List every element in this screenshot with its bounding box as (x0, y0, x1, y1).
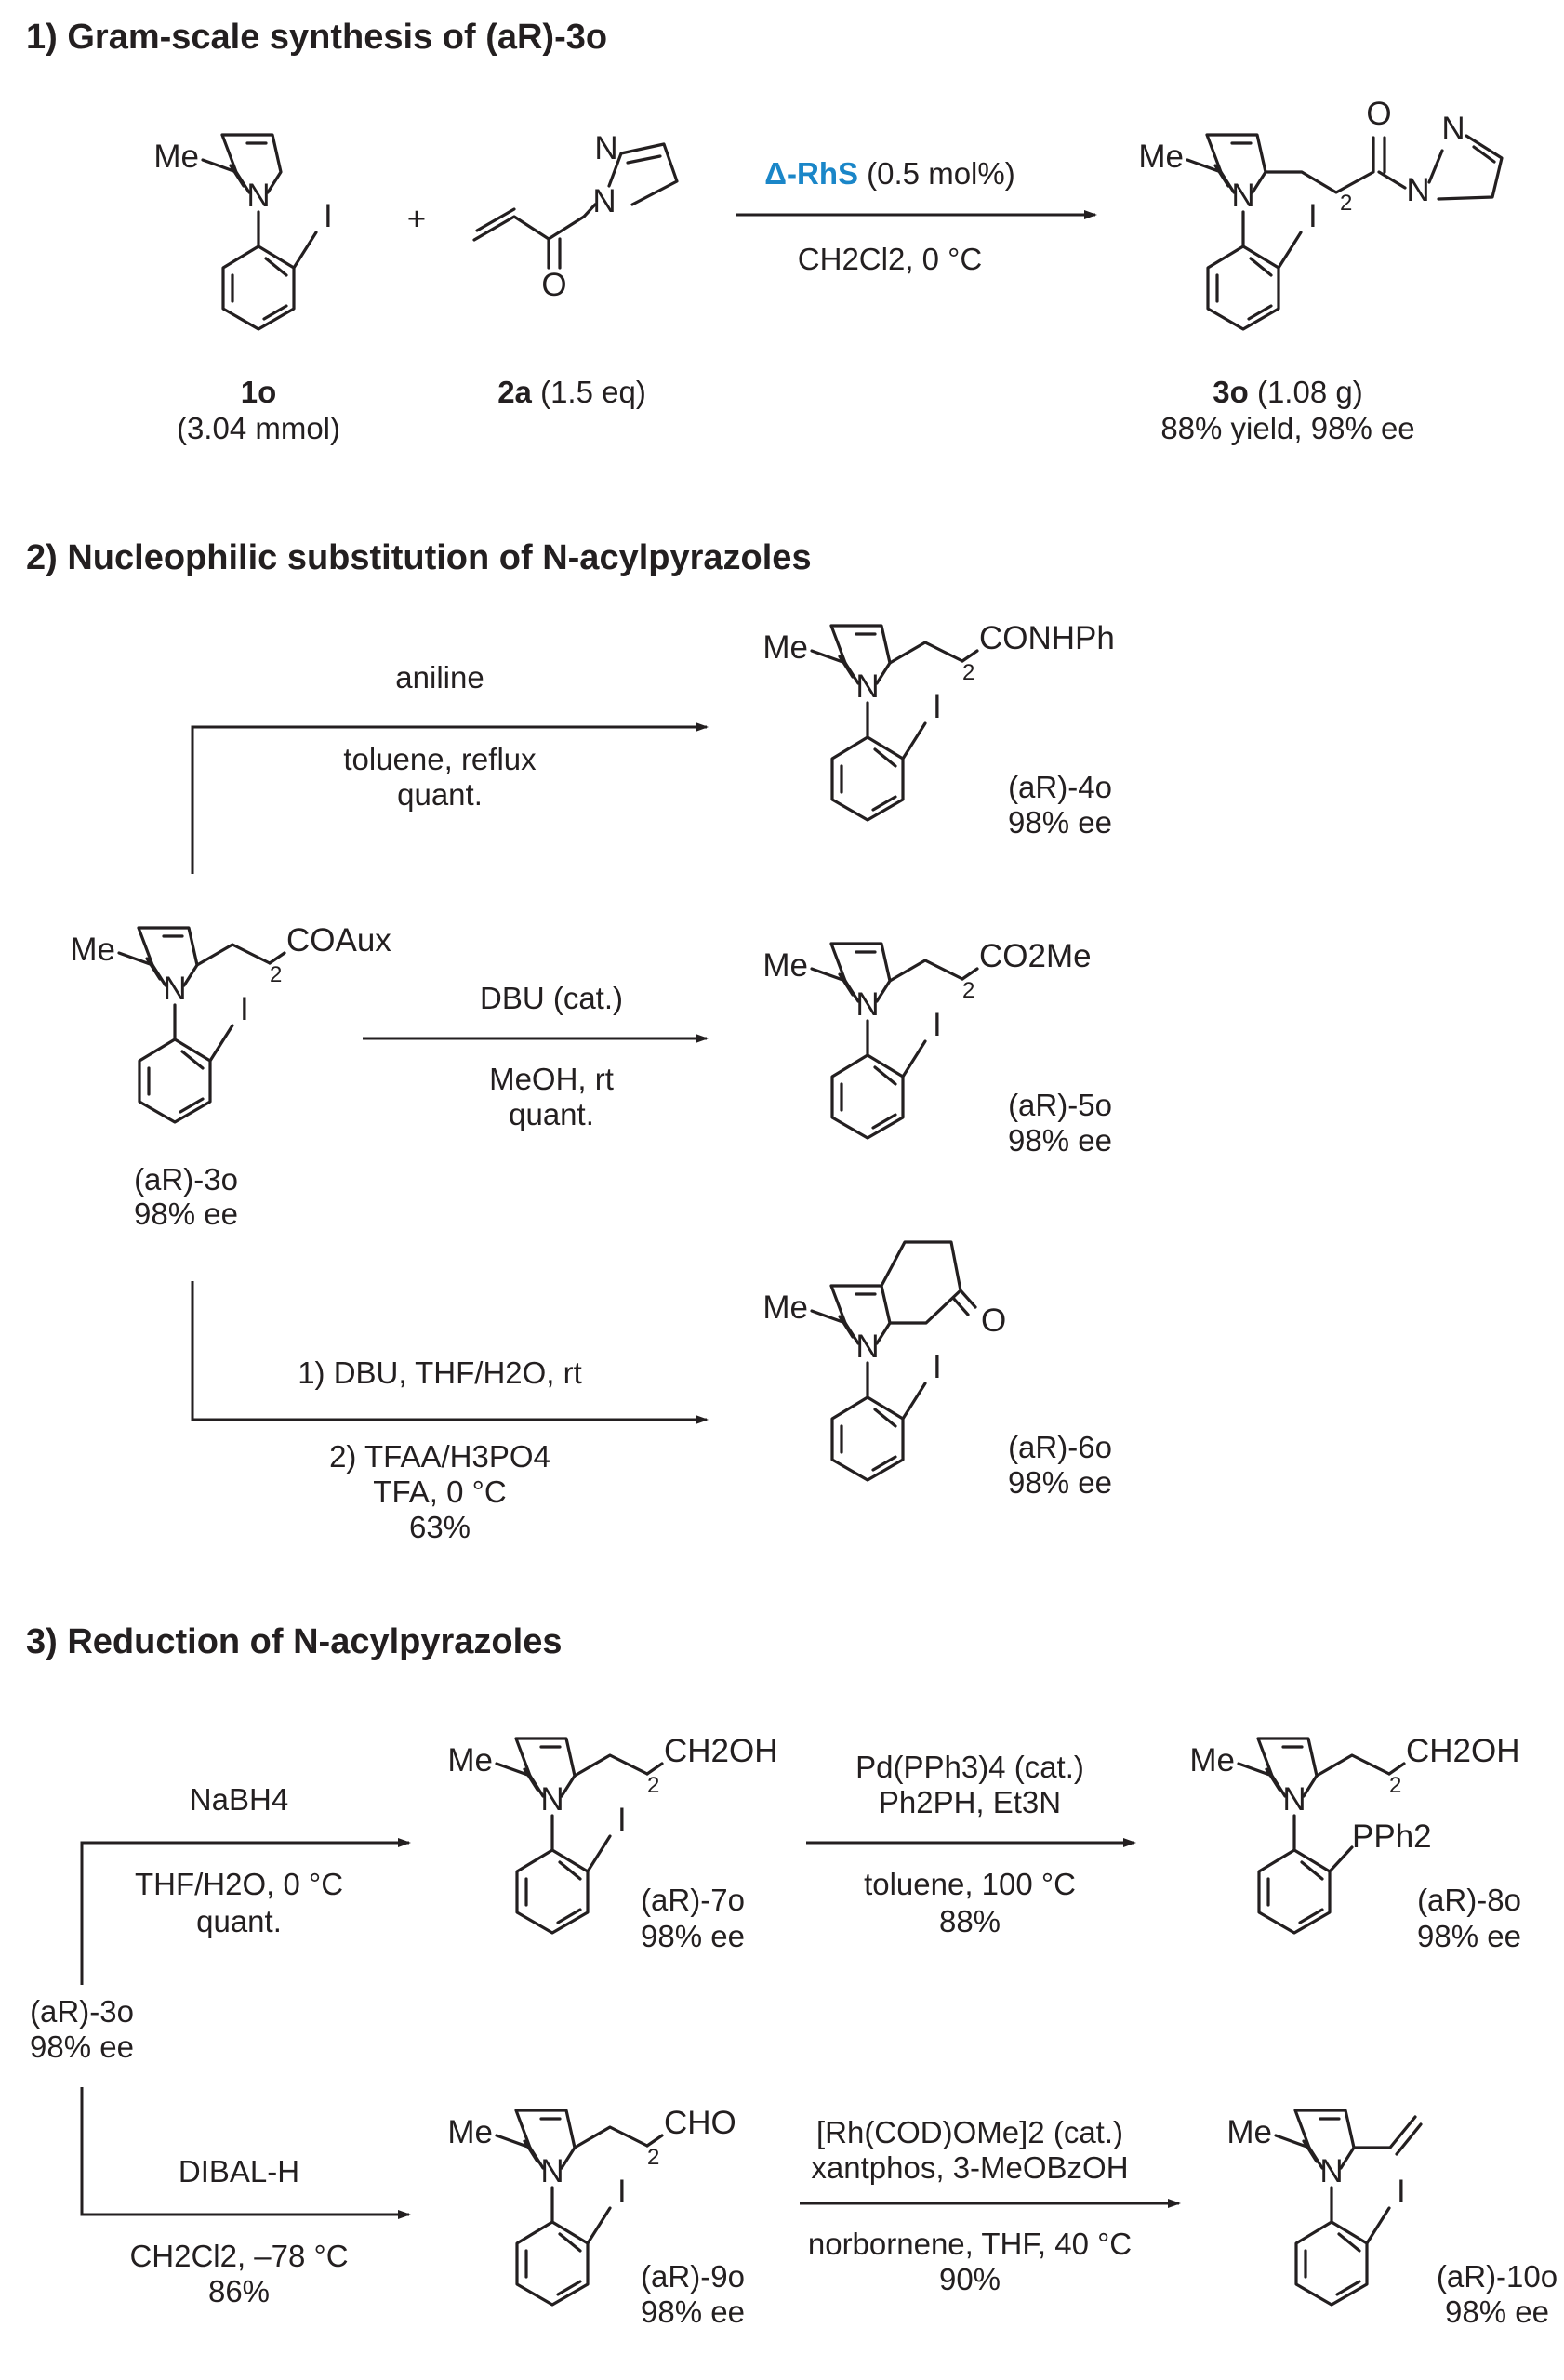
svg-text:I: I (324, 198, 333, 234)
svg-text:N: N (1282, 1781, 1306, 1818)
conditions-1: CH2Cl2, 0 °C (798, 242, 982, 276)
yield-7o: quant. (196, 1904, 282, 1938)
svg-text:N: N (1231, 178, 1254, 214)
ee-9o: 98% ee (641, 2294, 745, 2329)
label-2a: 2a (1.5 eq) (497, 375, 646, 409)
arrow-to-9o (80, 2087, 411, 2219)
label-10o: (aR)-10o (1437, 2259, 1557, 2294)
yield-6o: 63% (409, 1510, 471, 1544)
result-3o: 88% yield, 98% ee (1160, 411, 1414, 445)
conditions-7o: THF/H2O, 0 °C (135, 1867, 343, 1901)
svg-text:CH2OH: CH2OH (664, 1733, 778, 1769)
compound-5o: CO2Me (761, 938, 1092, 1140)
compound-4o: CONHPh (761, 620, 1115, 822)
ee-7o: 98% ee (641, 1919, 745, 1953)
svg-text:O: O (981, 1302, 1006, 1339)
label-5o: (aR)-5o (1008, 1088, 1112, 1122)
section-title-3: 3) Reduction of N-acylpyrazoles (26, 1622, 562, 1661)
reagent-6o: 1) DBU, THF/H2O, rt (298, 1355, 582, 1390)
label-3o-red: (aR)-3o (30, 1994, 134, 2029)
amount-1o: (3.04 mmol) (177, 411, 340, 445)
svg-text:PPh2: PPh2 (1352, 1818, 1432, 1855)
yield-10o: 90% (939, 2262, 1001, 2296)
label-6o: (aR)-6o (1008, 1430, 1112, 1464)
ee-8o: 98% ee (1417, 1919, 1521, 1953)
reagent2-10o: xantphos, 3-MeOBzOH (811, 2150, 1128, 2185)
ee-6o: 98% ee (1008, 1465, 1112, 1500)
ee-4o: 98% ee (1008, 805, 1112, 840)
svg-text:CONHPh: CONHPh (979, 620, 1115, 656)
label-8o: (aR)-8o (1417, 1883, 1521, 1917)
svg-text:N: N (592, 183, 616, 219)
svg-text:CO2Me: CO2Me (979, 938, 1092, 974)
svg-text:N: N (594, 130, 617, 166)
yield-4o: quant. (397, 777, 483, 812)
svg-text:Me: Me (1189, 1742, 1235, 1778)
conditions-4o: toluene, reflux (343, 742, 537, 776)
conditions-6o: 2) TFAA/H3PO4 (329, 1439, 550, 1474)
compound-7o: CH2OH (445, 1733, 778, 1935)
svg-text:2: 2 (1340, 191, 1352, 216)
label-7o: (aR)-7o (641, 1883, 745, 1917)
svg-text:CHO: CHO (664, 2105, 736, 2141)
svg-text:N: N (246, 178, 270, 214)
conditions-5o: MeOH, rt (489, 1062, 614, 1096)
ee-5o: 98% ee (1008, 1123, 1112, 1157)
yield-9o: 86% (208, 2274, 270, 2308)
conditions-10o: norbornene, THF, 40 °C (808, 2227, 1132, 2261)
svg-text:I: I (1308, 198, 1318, 234)
section-title-2: 2) Nucleophilic substitution of N-acylpy… (26, 538, 812, 577)
reagent-7o: NaBH4 (190, 1782, 288, 1817)
svg-text:Me: Me (1138, 139, 1184, 175)
compound-2a: O N N (472, 130, 679, 303)
compound-10o (1225, 2109, 1423, 2307)
yield-8o: 88% (939, 1904, 1001, 1938)
reagent2-8o: Ph2PH, Et3N (879, 1785, 1061, 1819)
section-title-1: 1) Gram-scale synthesis of (aR)-3o (26, 18, 607, 57)
svg-text:O: O (1366, 96, 1391, 132)
conditions-8o: toluene, 100 °C (864, 1867, 1076, 1901)
label-9o: (aR)-9o (641, 2259, 745, 2294)
plus-sign: + (407, 201, 426, 237)
catalyst-label: Δ-RhS (0.5 mol%) (764, 156, 1014, 191)
reagent1-10o: [Rh(COD)OMe]2 (cat.) (816, 2115, 1123, 2149)
svg-text:COAux: COAux (286, 922, 391, 959)
svg-text:N: N (1441, 111, 1465, 147)
label-4o: (aR)-4o (1008, 770, 1112, 804)
ee-3o-sub: 98% ee (134, 1197, 238, 1231)
arrow-to-4o (191, 722, 709, 874)
reagent1-8o: Pd(PPh3)4 (cat.) (855, 1750, 1084, 1784)
label-3o-sub: (aR)-3o (134, 1162, 238, 1197)
label-3o: 3o (1.08 g) (1213, 375, 1362, 409)
svg-text:Me: Me (153, 139, 199, 175)
label-1o: 1o (241, 375, 277, 409)
compound-8o: N Me PPh2 CH2OH (1189, 1733, 1520, 1935)
arrow-to-6o (191, 1281, 709, 1424)
svg-text:O: O (541, 267, 566, 303)
conditions-9o: CH2Cl2, –78 °C (129, 2239, 348, 2273)
compound-6o: O (761, 1240, 1006, 1482)
reagent-9o: DIBAL-H (179, 2154, 299, 2188)
reagent-4o: aniline (395, 660, 484, 694)
compound-3o-coaux: COAux (68, 922, 391, 1124)
compound-3o: N Me I O 2 N N (1138, 96, 1504, 331)
ee-3o-red: 98% ee (30, 2030, 134, 2064)
conditions2-6o: TFA, 0 °C (373, 1474, 506, 1509)
compound-1o: N Me I (153, 133, 333, 331)
ee-10o: 98% ee (1445, 2294, 1549, 2329)
arrow-to-7o (80, 1838, 411, 1985)
svg-text:CH2OH: CH2OH (1406, 1733, 1520, 1769)
svg-text:N: N (1406, 172, 1429, 208)
compound-9o: CHO (445, 2105, 736, 2307)
yield-5o: quant. (509, 1097, 594, 1131)
reagent-5o: DBU (cat.) (480, 981, 623, 1015)
